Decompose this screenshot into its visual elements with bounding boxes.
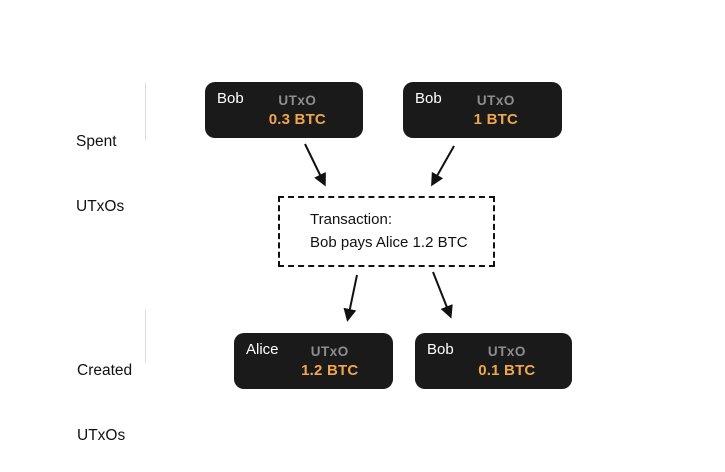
utxo-owner: Bob bbox=[415, 90, 442, 107]
created-utxos-label-line2: UTxOs bbox=[77, 426, 126, 444]
utxo-card-created-alice-12: Alice UTxO 1.2 BTC bbox=[234, 333, 393, 389]
transaction-title: Transaction: bbox=[310, 211, 392, 228]
utxo-tag: UTxO bbox=[476, 93, 515, 108]
spent-section-divider bbox=[145, 83, 146, 140]
utxo-card-spent-bob-03: Bob UTxO 0.3 BTC bbox=[205, 82, 363, 138]
arrow-transaction-to-created1 bbox=[343, 274, 358, 322]
arrow-transaction-to-created2 bbox=[432, 271, 453, 319]
utxo-tag: UTxO bbox=[278, 93, 317, 108]
utxo-card-body: UTxO 0.1 BTC bbox=[454, 341, 560, 379]
utxo-amount: 0.3 BTC bbox=[268, 111, 326, 128]
created-utxos-label: Created UTxOs bbox=[77, 317, 132, 472]
spent-utxos-label: Spent UTxOs bbox=[76, 88, 124, 260]
utxo-owner: Bob bbox=[217, 90, 244, 107]
utxo-owner: Bob bbox=[427, 341, 454, 358]
created-utxos-label-line1: Created bbox=[77, 362, 133, 379]
utxo-tag: UTxO bbox=[487, 344, 526, 359]
transaction-box: Transaction: Bob pays Alice 1.2 BTC bbox=[278, 196, 495, 267]
utxo-amount: 1 BTC bbox=[473, 111, 519, 128]
utxo-card-spent-bob-1: Bob UTxO 1 BTC bbox=[403, 82, 562, 138]
utxo-card-body: UTxO 0.3 BTC bbox=[244, 90, 351, 128]
arrow-spent2-to-transaction bbox=[431, 145, 455, 187]
utxo-owner: Alice bbox=[246, 341, 279, 358]
transaction-description: Bob pays Alice 1.2 BTC bbox=[310, 234, 468, 251]
arrow-spent1-to-transaction bbox=[304, 143, 326, 187]
utxo-card-created-bob-01: Bob UTxO 0.1 BTC bbox=[415, 333, 572, 389]
created-section-divider bbox=[145, 310, 146, 363]
utxo-amount: 0.1 BTC bbox=[478, 362, 536, 379]
spent-utxos-label-line1: Spent bbox=[76, 133, 117, 150]
utxo-tag: UTxO bbox=[310, 344, 349, 359]
utxo-amount: 1.2 BTC bbox=[301, 362, 359, 379]
spent-utxos-label-line2: UTxOs bbox=[76, 197, 125, 215]
utxo-card-body: UTxO 1 BTC bbox=[442, 90, 550, 128]
utxo-card-body: UTxO 1.2 BTC bbox=[279, 341, 381, 379]
